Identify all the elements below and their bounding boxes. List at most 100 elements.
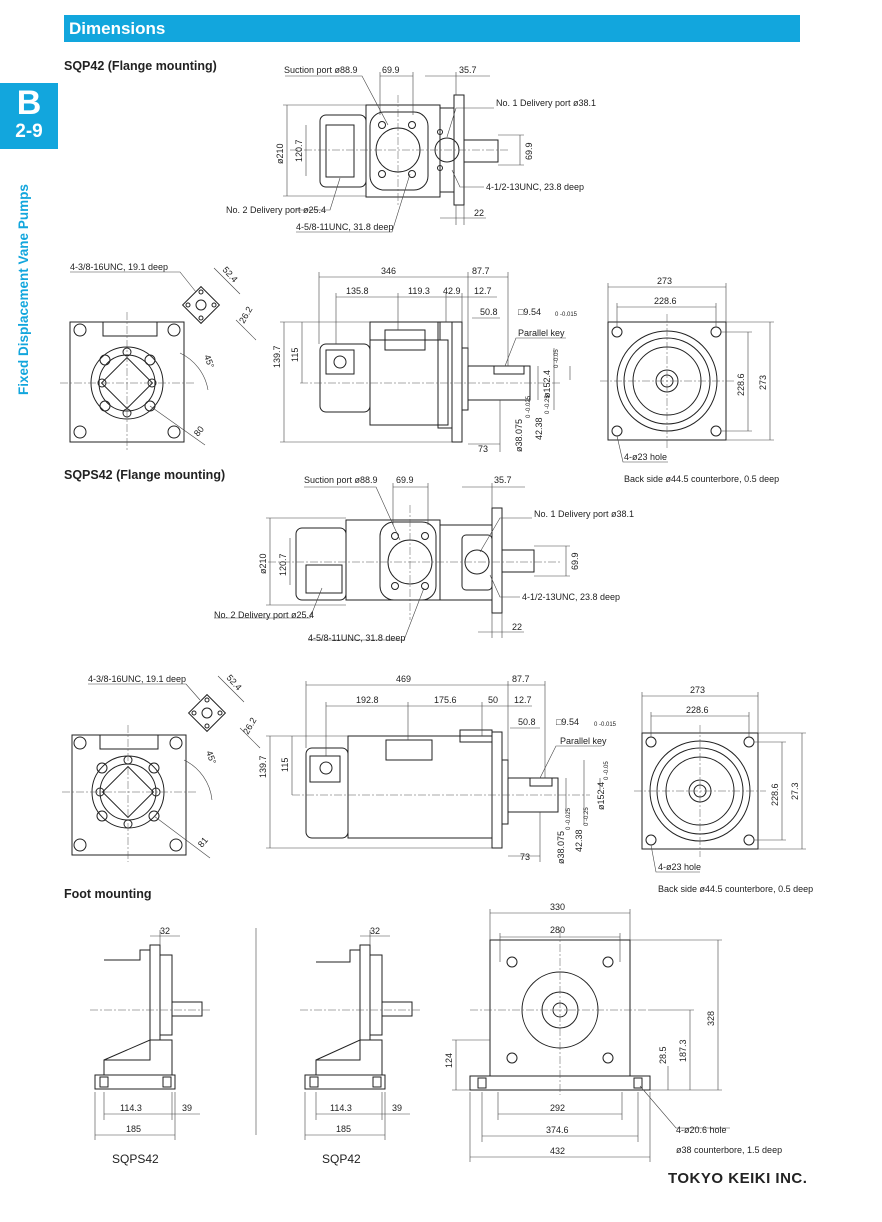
side-tab: B 2-9 bbox=[0, 83, 58, 149]
sqp42-front-port-detail bbox=[181, 285, 221, 325]
dim-69-9-v-b: 69.9 bbox=[570, 552, 580, 570]
tol-38-075-b: 0 -0.025 bbox=[566, 807, 572, 830]
key-square-b: □9.54 bbox=[556, 717, 579, 727]
angle-45: 45° bbox=[202, 353, 216, 370]
sqp42-side-cartridge bbox=[319, 343, 371, 413]
dim-292: 292 bbox=[550, 1103, 565, 1113]
sqp42-top-cartridge bbox=[319, 114, 367, 188]
dim-273: 273 bbox=[657, 276, 672, 286]
dim-22: 22 bbox=[474, 208, 484, 218]
sqps42-top-delivery1-label: No. 1 Delivery port ø38.1 bbox=[534, 509, 634, 519]
parallel-key-label-b: Parallel key bbox=[560, 736, 607, 746]
dim-432: 432 bbox=[550, 1146, 565, 1156]
sqp42-top-shaft bbox=[463, 139, 499, 163]
sqp42-top-unc-half-label: 4-1/2-13UNC, 23.8 deep bbox=[486, 182, 584, 192]
counterbore-label-b: Back side ø44.5 counterbore, 0.5 deep bbox=[658, 884, 813, 894]
key-tolerance: 0 -0.015 bbox=[555, 312, 578, 318]
dim-69-9: 69.9 bbox=[382, 65, 400, 75]
sqp42-front-unc-label: 4-3/8-16UNC, 19.1 deep bbox=[70, 262, 168, 272]
sqps42-top-delivery2-label: No. 2 Delivery port ø25.4 bbox=[214, 610, 314, 620]
sqp42-top-view: Suction port ø88.9 69.9 35.7 No. 1 Deliv… bbox=[226, 65, 596, 233]
hole-label-b: 4-ø23 hole bbox=[658, 862, 701, 872]
dim-120-7-b: 120.7 bbox=[278, 553, 288, 576]
dim-26-2: 26.2 bbox=[237, 305, 254, 325]
key-tolerance-b: 0 -0.015 bbox=[594, 722, 617, 728]
key-square: □9.54 bbox=[518, 307, 541, 317]
dim-42-9: 42.9 bbox=[443, 286, 461, 296]
dim-273-v-b: 27.3 bbox=[790, 782, 800, 800]
foot-sqp42-base bbox=[304, 1074, 386, 1090]
sqp42-top-suction-label: Suction port ø88.9 bbox=[284, 65, 358, 75]
sqps42-front-view: 4-3/8-16UNC, 19.1 deep 52.4 26.2 45° 81 bbox=[62, 673, 261, 862]
dim-87-7-b: 87.7 bbox=[512, 674, 530, 684]
dim-28-5: 28.5 bbox=[658, 1046, 668, 1064]
dim-228-6-b: 228.6 bbox=[686, 705, 709, 715]
foot-sqps42-base bbox=[94, 1074, 176, 1090]
dim-120-7: 120.7 bbox=[294, 139, 304, 162]
dim-32-b: 32 bbox=[370, 926, 380, 936]
dim-115: 115 bbox=[290, 348, 300, 362]
brand-logo: TOKYO KEIKI INC. bbox=[668, 1170, 808, 1187]
foot-sqps42-body bbox=[104, 949, 151, 1061]
dim-115-b: 115 bbox=[280, 758, 290, 772]
tol-42-38-b: 0 -0.25 bbox=[584, 807, 590, 826]
dim-69-9-b: 69.9 bbox=[396, 475, 414, 485]
foot-hole-label: 4-ø20.6 hole bbox=[676, 1125, 727, 1135]
heading-sqps42-flange: SQPS42 (Flange mounting) bbox=[64, 468, 226, 482]
sqp42-side-mount-flange bbox=[451, 321, 463, 443]
dim-114-3: 114.3 bbox=[120, 1103, 142, 1113]
dim-210-b: ø210 bbox=[258, 553, 268, 574]
foot-counterbore-label: ø38 counterbore, 1.5 deep bbox=[676, 1145, 782, 1155]
tol-152-4: 0 -0.05 bbox=[554, 349, 560, 368]
tol-42-38: 0 -0.25 bbox=[545, 395, 551, 414]
tol-152-4-b: 0 -0.05 bbox=[604, 761, 610, 780]
dim-12-7: 12.7 bbox=[474, 286, 492, 296]
counterbore-label: Back side ø44.5 counterbore, 0.5 deep bbox=[624, 474, 779, 484]
dim-39: 39 bbox=[182, 1103, 192, 1113]
dim-42-38-b: 42.38 bbox=[574, 829, 584, 852]
sqp42-side-suction-boss bbox=[384, 329, 426, 351]
heading-foot-mounting: Foot mounting bbox=[64, 887, 152, 901]
section-banner: Dimensions bbox=[64, 15, 800, 42]
foot-sqp42-view: 32 114.3 39 185 bbox=[300, 926, 420, 1140]
dim-80: 80 bbox=[192, 424, 206, 438]
sqps42-top-unc-half-label: 4-1/2-13UNC, 23.8 deep bbox=[522, 592, 620, 602]
sqp42-end-view: 273 228.6 228.6 273 4-ø23 hole Back side… bbox=[600, 276, 779, 484]
dim-185: 185 bbox=[126, 1124, 141, 1134]
dim-87-7: 87.7 bbox=[472, 266, 490, 276]
page-title: Dimensions bbox=[69, 19, 166, 38]
hole-label: 4-ø23 hole bbox=[624, 452, 667, 462]
foot-front-view: 330 280 328 187.3 28.5 124 292 374.6 432… bbox=[444, 902, 782, 1162]
foot-sqp42-body bbox=[316, 949, 361, 1061]
dim-139-7-b: 139.7 bbox=[258, 755, 268, 778]
dim-135-8: 135.8 bbox=[346, 286, 369, 296]
dim-38-075: ø38.075 bbox=[514, 419, 524, 452]
caption-sqp42-foot: SQP42 bbox=[322, 1152, 361, 1166]
sqp42-top-unc-58-label: 4-5/8-11UNC, 31.8 deep bbox=[296, 222, 393, 232]
side-tab-page: 2-9 bbox=[15, 121, 43, 142]
dim-42-38: 42.38 bbox=[534, 417, 544, 440]
dim-50-8-b: 50.8 bbox=[518, 717, 536, 727]
dim-12-7-b: 12.7 bbox=[514, 695, 532, 705]
tol-38-075: 0 -0.025 bbox=[526, 395, 532, 418]
dim-124: 124 bbox=[444, 1053, 454, 1068]
dim-192-8: 192.8 bbox=[356, 695, 379, 705]
dim-210: ø210 bbox=[275, 143, 285, 164]
dim-69-9-v: 69.9 bbox=[524, 142, 534, 160]
sqp42-top-delivery1-label: No. 1 Delivery port ø38.1 bbox=[496, 98, 596, 108]
dim-52-4-b: 52.4 bbox=[225, 673, 244, 693]
dim-328: 328 bbox=[706, 1011, 716, 1026]
sqp42-side-view: 135.8 346 87.7 119.3 42.9 12.7 50.8 □9.5… bbox=[272, 266, 578, 454]
dim-38-075-b: ø38.075 bbox=[556, 831, 566, 864]
dim-35-7-b: 35.7 bbox=[494, 475, 512, 485]
dim-228-6-v-b: 228.6 bbox=[770, 783, 780, 806]
dim-346: 346 bbox=[381, 266, 396, 276]
heading-sqp42-flange: SQP42 (Flange mounting) bbox=[64, 59, 217, 73]
dim-73-b: 73 bbox=[520, 852, 530, 862]
dim-50-8: 50.8 bbox=[480, 307, 498, 317]
sqp42-front-port-pad bbox=[100, 356, 154, 410]
dim-273-b: 273 bbox=[690, 685, 705, 695]
dim-175-6: 175.6 bbox=[434, 695, 457, 705]
caption-sqps42-foot: SQPS42 bbox=[112, 1152, 159, 1166]
